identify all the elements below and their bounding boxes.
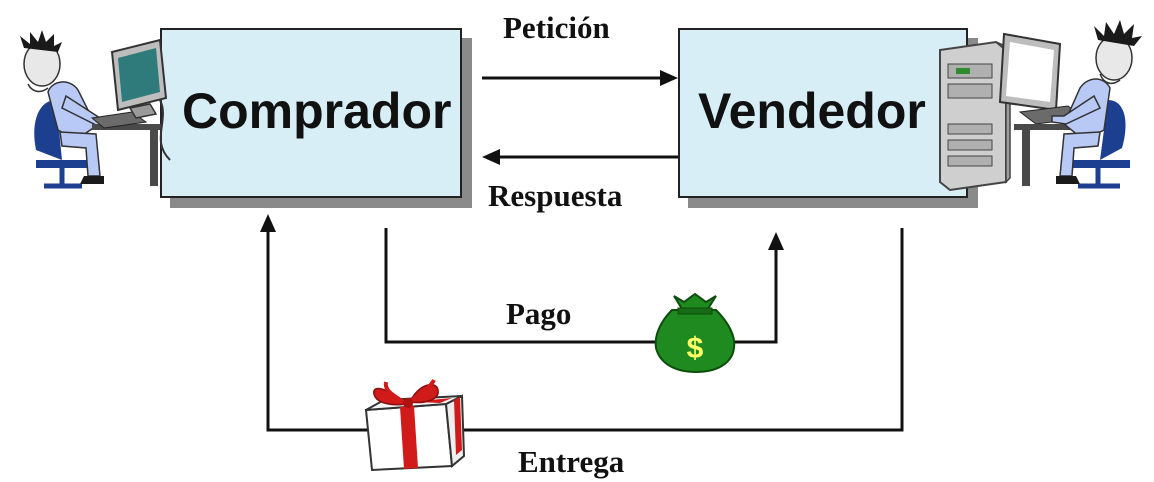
payment-arrow xyxy=(384,228,784,344)
buyer-box xyxy=(160,28,462,198)
response-label: Respuesta xyxy=(488,178,623,213)
request-label: Petición xyxy=(503,10,610,45)
gift-box-icon xyxy=(364,378,466,472)
payment-label: Pago xyxy=(506,296,572,331)
money-bag-icon: $ xyxy=(654,292,736,374)
buyer-label: Comprador xyxy=(182,83,452,139)
delivery-arrow xyxy=(260,214,904,432)
response-arrow xyxy=(482,149,678,165)
svg-text:$: $ xyxy=(687,332,704,365)
request-arrow xyxy=(482,70,678,86)
delivery-label: Entrega xyxy=(518,444,625,479)
person-at-server-icon xyxy=(939,20,1142,192)
person-at-computer-icon xyxy=(20,30,171,189)
seller-label: Vendedor xyxy=(698,83,926,139)
seller-box xyxy=(678,28,968,198)
